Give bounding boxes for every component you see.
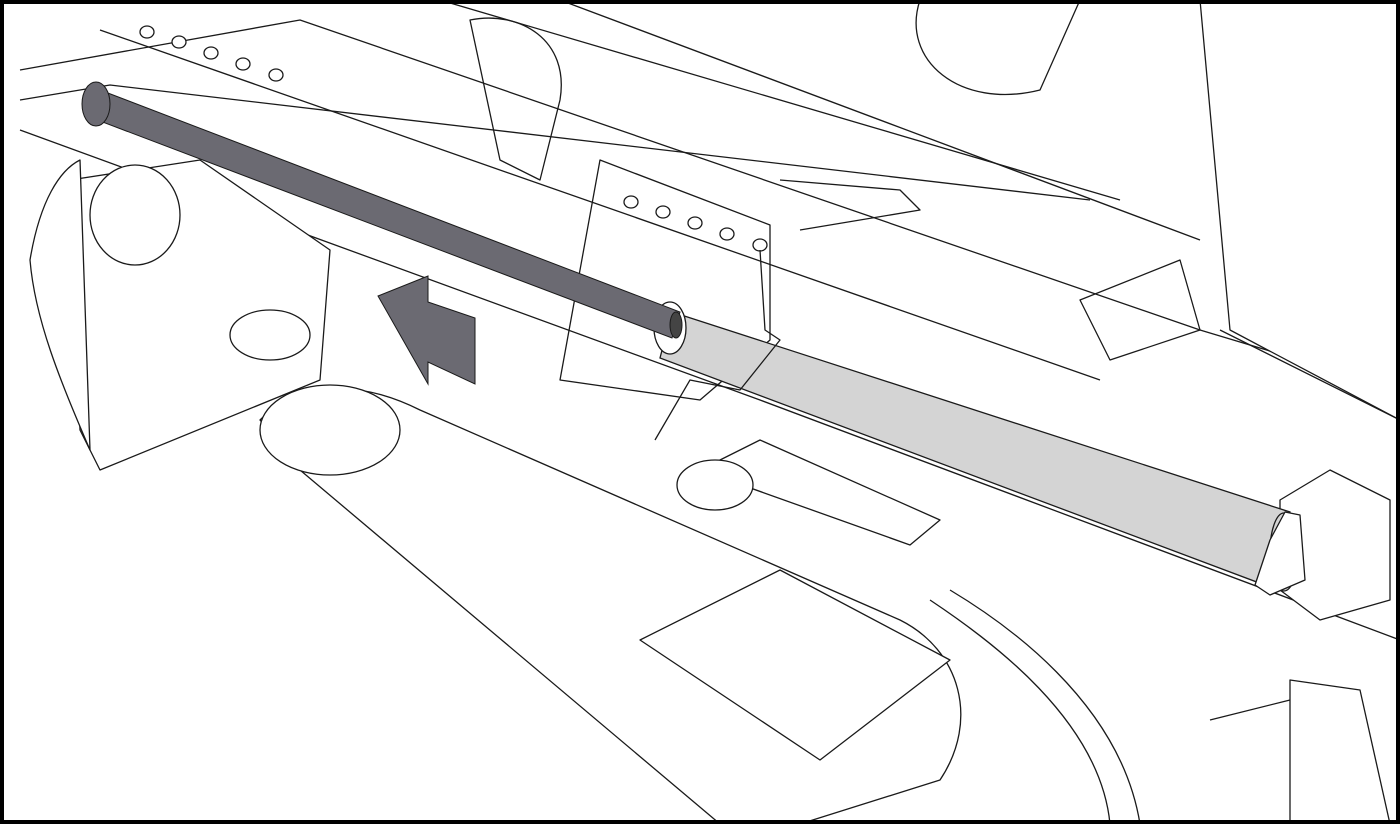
bolt-icon <box>171 35 187 49</box>
bolt-icon <box>623 195 639 209</box>
bolt-icon <box>655 205 671 219</box>
bolt-icon <box>203 46 219 60</box>
background-structure <box>19 0 1400 824</box>
bolt-icon <box>687 216 703 230</box>
end-clamp <box>1254 511 1306 596</box>
bolt-icon <box>268 68 284 82</box>
bolt-icon <box>235 57 251 71</box>
bolt-icon <box>139 25 155 39</box>
bolt-icon <box>752 238 768 252</box>
bolt-row <box>139 25 768 252</box>
bolt-icon <box>719 227 735 241</box>
direction-arrow-icon <box>377 275 476 386</box>
inner-shaft <box>81 81 683 339</box>
tube-bracket <box>654 249 781 441</box>
